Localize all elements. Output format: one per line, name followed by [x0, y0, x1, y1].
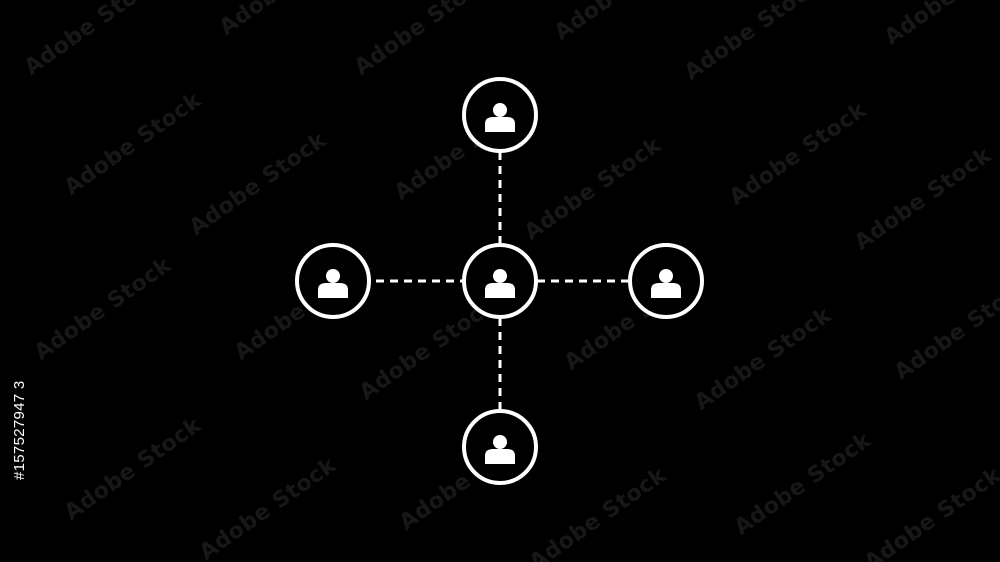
node-bottom — [462, 409, 538, 485]
node-left — [295, 243, 371, 319]
node-right — [628, 243, 704, 319]
stock-id-label: #157527947 3 — [11, 380, 28, 480]
node-top — [462, 77, 538, 153]
node-center — [462, 243, 538, 319]
